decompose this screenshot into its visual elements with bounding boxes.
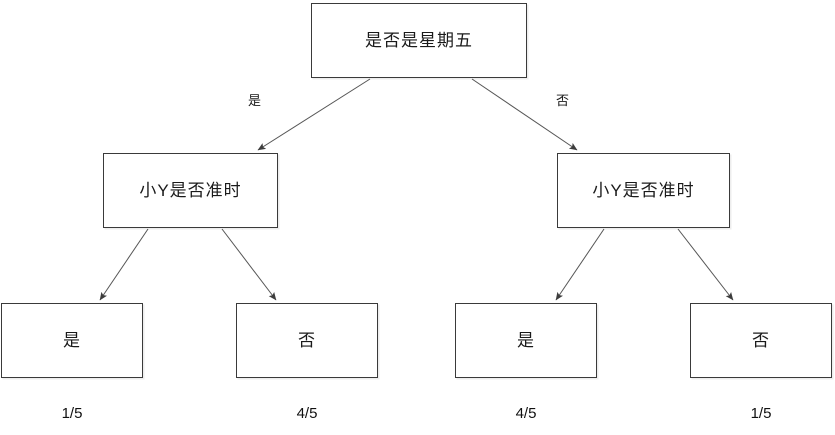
leaf-node-1-label: 是 xyxy=(63,331,81,350)
probability-leaf-4: 1/5 xyxy=(750,405,772,422)
edge-left-to-leaf1 xyxy=(99,228,149,301)
edge-right-to-leaf3 xyxy=(555,228,605,301)
leaf-node-1[interactable]: 是 xyxy=(1,303,143,378)
leaf-node-4-label: 否 xyxy=(752,331,770,350)
root-node[interactable]: 是否是星期五 xyxy=(311,3,527,78)
leaf-node-4[interactable]: 否 xyxy=(690,303,832,378)
edge-left-to-leaf2 xyxy=(221,228,277,301)
edge-right-to-leaf4 xyxy=(677,228,734,301)
leaf-node-3-label: 是 xyxy=(517,331,535,350)
decision-node-left[interactable]: 小Y是否准时 xyxy=(103,153,278,228)
root-node-label: 是否是星期五 xyxy=(365,31,473,50)
edge-label-no: 否 xyxy=(556,93,570,108)
edge-root-to-right xyxy=(471,78,578,151)
decision-node-right[interactable]: 小Y是否准时 xyxy=(557,153,730,228)
probability-leaf-2: 4/5 xyxy=(296,405,318,422)
leaf-node-2[interactable]: 否 xyxy=(236,303,378,378)
decision-node-left-label: 小Y是否准时 xyxy=(139,181,242,200)
edge-label-yes: 是 xyxy=(248,93,262,108)
edge-root-to-left xyxy=(257,78,371,151)
leaf-node-3[interactable]: 是 xyxy=(455,303,597,378)
probability-leaf-3: 4/5 xyxy=(515,405,537,422)
leaf-node-2-label: 否 xyxy=(298,331,316,350)
decision-node-right-label: 小Y是否准时 xyxy=(592,181,695,200)
probability-leaf-1: 1/5 xyxy=(61,405,83,422)
